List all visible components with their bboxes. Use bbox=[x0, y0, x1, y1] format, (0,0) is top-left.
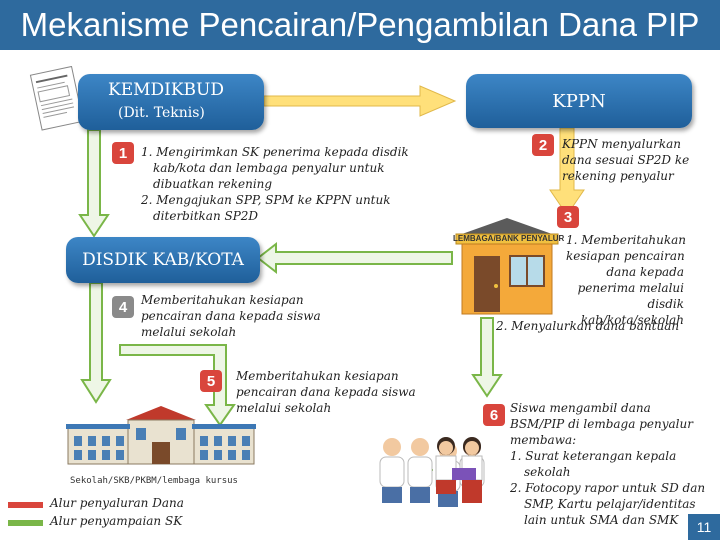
bank-building-icon bbox=[452, 216, 562, 316]
step-4-badge: 4 bbox=[112, 296, 134, 318]
kemdikbud-sublabel: (Dit. Teknis) bbox=[118, 105, 205, 121]
step-5-text: Memberitahukan kesiapan pencairan dana k… bbox=[236, 368, 416, 416]
node-disdik: DISDIK KAB/KOTA bbox=[66, 237, 260, 283]
kids-icon bbox=[430, 432, 500, 512]
step-1-badge: 1 bbox=[112, 142, 134, 164]
step-3-text: 1. Memberitahukan kesiapan pencairan dan… bbox=[566, 232, 684, 328]
arrow-kemdik-to-disdik bbox=[80, 130, 108, 236]
step-6-badge: 6 bbox=[483, 404, 505, 426]
school-building-icon bbox=[66, 404, 256, 466]
step-5-badge: 5 bbox=[200, 370, 222, 392]
arrow-bank-to-disdik bbox=[258, 244, 452, 272]
kppn-label: KPPN bbox=[552, 91, 605, 112]
step-3-text-2: 2. Menyalurkan dana bantuan bbox=[496, 318, 679, 334]
sekolah-label: Sekolah/SKB/PKBM/lembaga kursus bbox=[70, 476, 238, 486]
node-kppn: KPPN bbox=[466, 74, 692, 128]
disdik-label: DISDIK KAB/KOTA bbox=[82, 250, 244, 270]
kemdikbud-label: KEMDIKBUD bbox=[108, 80, 224, 100]
arrow-disdik-to-sekolah bbox=[82, 283, 110, 402]
bank-sign: LEMBAGA/BANK PENYALUR bbox=[453, 234, 561, 243]
legend-swatch-sk bbox=[8, 520, 43, 526]
arrow-kemdik-to-kppn bbox=[264, 86, 455, 116]
step-3-badge: 3 bbox=[557, 206, 579, 228]
page-number: 11 bbox=[688, 514, 720, 540]
node-kemdikbud: KEMDIKBUD (Dit. Teknis) bbox=[78, 74, 264, 130]
step-2-badge: 2 bbox=[532, 134, 554, 156]
step-2-text: KPPN menyalurkan dana sesuai SP2D ke rek… bbox=[562, 136, 689, 184]
step-4-text: Memberitahukan kesiapan pencairan dana k… bbox=[141, 292, 321, 340]
step-6-text: Siswa mengambil dana BSM/PIP di lembaga … bbox=[510, 400, 705, 528]
step-1-text: 1. Mengirimkan SK penerima kepada disdik… bbox=[141, 144, 409, 224]
legend-label-sk: Alur penyampaian SK bbox=[50, 514, 182, 528]
legend-swatch-dana bbox=[8, 502, 43, 508]
legend-label-dana: Alur penyaluran Dana bbox=[50, 496, 184, 510]
